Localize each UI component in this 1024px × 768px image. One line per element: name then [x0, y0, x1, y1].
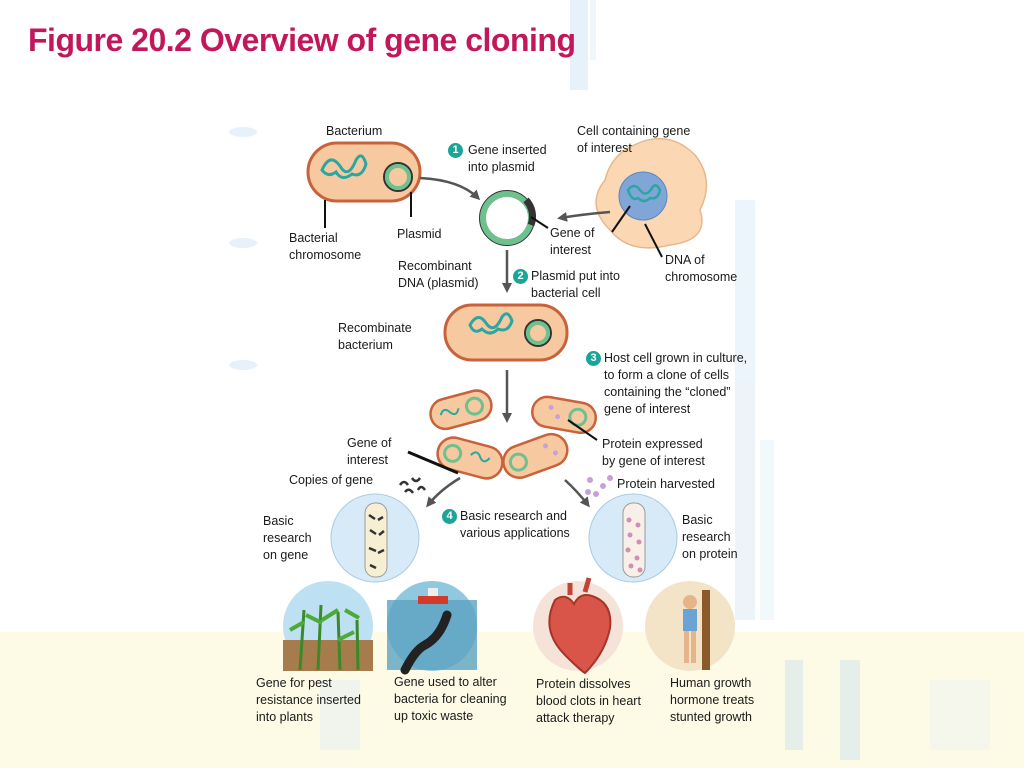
label-plasmid: Plasmid [397, 227, 442, 241]
label-basic-research-gene: Basic research on gene [263, 514, 312, 562]
background-dna-ladders [229, 0, 990, 760]
label-gene-of-interest-top: Gene of interest [550, 226, 595, 257]
label-dna-of-chromosome: DNA of chromosome [665, 253, 738, 284]
recombinant-plasmid [479, 190, 537, 246]
recombinate-bacterium [443, 303, 569, 362]
label-bacterium: Bacterium [326, 124, 383, 138]
gene-copies [398, 477, 427, 494]
label-app-growth: Human growth hormone treats stunted grow… [670, 676, 755, 724]
step-3-badge: 3 [586, 351, 601, 366]
label-step2: Plasmid put into bacterial cell [531, 269, 620, 300]
label-cell-containing-gene: Cell containing gene of interest [577, 124, 691, 155]
label-recombinant-dna: Recombinant DNA (plasmid) [398, 259, 479, 290]
label-step4: Basic research and various applications [460, 509, 570, 540]
label-gene-of-interest-mid: Gene of interest [347, 436, 392, 467]
plants-image [283, 581, 373, 671]
heart-image [533, 577, 623, 675]
protein-tube [588, 493, 678, 583]
label-app-plants: Gene for pest resistance inserted into p… [256, 676, 361, 724]
label-app-heart: Protein dissolves blood clots in heart a… [536, 677, 641, 725]
growth-image [645, 581, 735, 671]
label-step1: Gene inserted into plasmid [468, 143, 547, 174]
figure-title: Figure 20.2 Overview of gene cloning [28, 22, 576, 58]
label-basic-research-protein: Basic research on protein [682, 513, 738, 561]
step-1-badge: 1 [448, 143, 463, 158]
label-protein-expressed: Protein expressed by gene of interest [602, 437, 705, 468]
bacterium-top [306, 141, 422, 203]
toxic-waste-image [387, 581, 477, 675]
label-app-bacteria: Gene used to alter bacteria for cleaning… [394, 675, 507, 723]
label-bacterial-chromosome: Bacterial chromosome [289, 231, 362, 262]
gene-tube [330, 493, 420, 583]
source-cell [595, 138, 708, 249]
label-copies-of-gene: Copies of gene [289, 473, 374, 487]
label-recombinate-bacterium: Recombinate bacterium [338, 321, 412, 352]
step-2-badge: 2 [513, 269, 528, 284]
background-band [0, 632, 1024, 768]
label-step3: Host cell grown in culture, to form a cl… [604, 351, 748, 416]
clone-bacteria [429, 389, 598, 480]
protein-dots [585, 475, 613, 497]
step-4-badge: 4 [442, 509, 457, 524]
label-protein-harvested: Protein harvested [617, 477, 715, 491]
